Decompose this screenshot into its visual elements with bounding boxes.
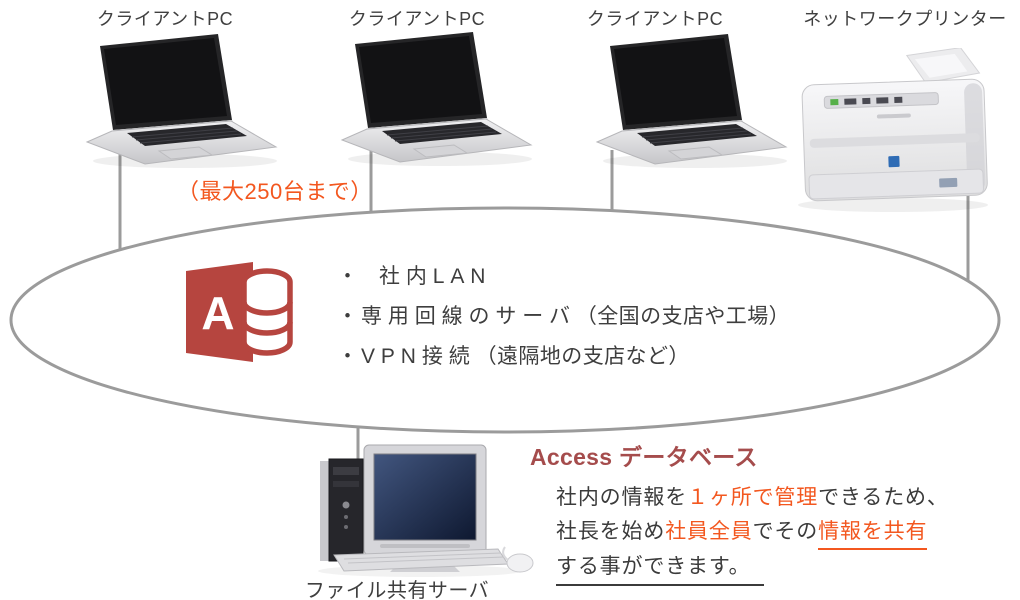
server-icon — [318, 444, 534, 577]
access-note-line-3: する事ができます。 — [556, 550, 949, 586]
access-note-line-2: 社長を始め社員全員でその情報を共有 — [556, 515, 949, 550]
text-segment: できるため、 — [818, 486, 949, 509]
file-server-label: ファイル共有サーバ — [304, 580, 490, 600]
list-item-vpn: ・ VPN接続 （遠隔地の支店など） — [337, 335, 790, 375]
text-segment-highlight-underlined: 情報を共有 — [818, 519, 928, 550]
bullet-icon: ・ — [337, 265, 358, 288]
list-item-lan: ・ 社内LAN — [337, 255, 790, 295]
list-item-text: 専用回線のサーバ — [361, 305, 576, 328]
list-item-text: 社内LAN — [379, 265, 492, 288]
printer-label: ネットワークプリンター — [803, 9, 1007, 29]
text-segment-highlight: １ヶ所で管理 — [687, 486, 819, 509]
max-clients-note: （最大250台まで） — [177, 179, 373, 204]
list-item-text: VPN接続 — [361, 345, 476, 368]
client-pc-label-1: クライアントPC — [96, 9, 234, 29]
laptop-icon — [595, 34, 788, 168]
list-item-paren: （全国の支店や工場） — [575, 305, 791, 328]
client-pc-label-3: クライアントPC — [586, 9, 724, 29]
laptop-icon — [85, 34, 278, 168]
text-segment: 社内の情報を — [556, 486, 688, 509]
network-feature-list: ・ 社内LAN ・ 専用回線のサーバ （全国の支店や工場） ・ VPN接続 （遠… — [337, 255, 790, 375]
laptop-icon — [340, 32, 533, 166]
client-pc-label-2: クライアントPC — [348, 9, 486, 29]
printer-icon — [798, 48, 988, 212]
access-note-line-1: 社内の情報を１ヶ所で管理できるため、 — [556, 481, 949, 515]
list-item-dedicated-line: ・ 専用回線のサーバ （全国の支店や工場） — [337, 295, 790, 335]
lan-ellipse — [9, 206, 1001, 434]
access-logo-letter: A — [201, 287, 234, 339]
text-segment: 社長を始め — [556, 520, 666, 543]
bullet-icon: ・ — [337, 345, 358, 368]
text-segment: でその — [752, 520, 819, 543]
list-item-paren: （遠隔地の支店など） — [475, 345, 690, 368]
access-logo-icon: A — [186, 262, 293, 362]
access-note-title: Access データベース — [530, 444, 758, 470]
access-note-body: 社内の情報を１ヶ所で管理できるため、 社長を始め社員全員でその情報を共有 する事… — [556, 481, 949, 586]
text-segment-highlight: 社員全員 — [665, 520, 753, 543]
bullet-icon: ・ — [337, 305, 358, 328]
access-database-note: Access データベース 社内の情報を１ヶ所で管理できるため、 社長を始め社員… — [530, 438, 949, 586]
text-segment-underlined: する事ができます。 — [556, 554, 765, 586]
